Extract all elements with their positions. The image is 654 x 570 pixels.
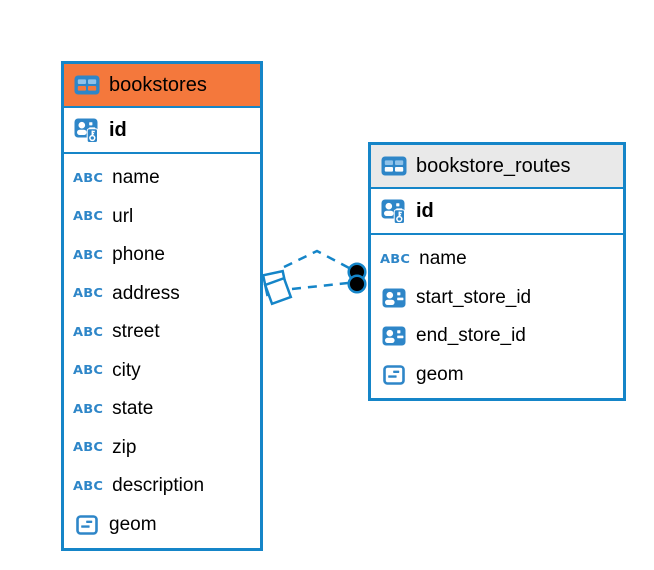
column-name: id — [416, 199, 434, 222]
relationship-target-dot-marker[interactable] — [347, 262, 367, 294]
table-icon — [73, 75, 100, 95]
column-name: start_store_id — [416, 286, 532, 308]
column-row[interactable]: start_store_id — [371, 279, 623, 318]
column-name: geom — [109, 513, 157, 535]
column-row[interactable]: ABC city — [64, 352, 260, 391]
text-type-icon: ABC — [73, 171, 104, 186]
column-name: name — [112, 167, 160, 189]
text-type-icon: ABC — [73, 209, 104, 224]
entity-table-bookstores[interactable]: bookstores id ABC name ABC url ABC phone AB… — [61, 61, 263, 551]
table-header-bookstore-routes[interactable]: bookstore_routes — [371, 145, 623, 189]
text-type-icon: ABC — [73, 248, 104, 263]
relationship-line-upper[interactable] — [283, 249, 352, 271]
column-row[interactable]: ABC street — [64, 313, 260, 352]
relationship-line-lower[interactable] — [291, 281, 349, 291]
text-type-icon: ABC — [73, 440, 104, 455]
text-type-icon: ABC — [73, 402, 104, 417]
column-name: zip — [112, 436, 137, 458]
table-header-bookstores[interactable]: bookstores — [64, 64, 260, 108]
column-name: phone — [112, 244, 165, 266]
primary-key-icon — [380, 199, 407, 224]
column-name: end_store_id — [416, 325, 526, 347]
column-row[interactable]: ABC zip — [64, 429, 260, 468]
table-title: bookstore_routes — [416, 154, 571, 177]
column-row[interactable]: ABC name — [64, 159, 260, 198]
geometry-type-icon — [73, 514, 100, 535]
column-row[interactable]: end_store_id — [371, 317, 623, 356]
text-type-icon: ABC — [73, 325, 104, 340]
column-list: ABC name start_store_id end_store_id geom — [371, 235, 623, 398]
text-type-icon: ABC — [380, 252, 411, 267]
column-row-pk[interactable]: id — [64, 108, 260, 154]
column-row-pk[interactable]: id — [371, 189, 623, 235]
text-type-icon: ABC — [73, 286, 104, 301]
column-row[interactable]: geom — [64, 506, 260, 545]
table-icon — [380, 156, 407, 176]
column-row[interactable]: ABC description — [64, 467, 260, 506]
foreign-key-icon — [380, 288, 407, 308]
column-name: address — [112, 282, 180, 304]
column-name: state — [112, 398, 154, 420]
column-row[interactable]: ABC name — [371, 240, 623, 279]
geometry-type-icon — [380, 364, 407, 385]
column-name: description — [112, 475, 205, 497]
primary-key-icon — [73, 118, 100, 143]
column-row[interactable]: ABC state — [64, 390, 260, 429]
table-title: bookstores — [109, 73, 207, 96]
text-type-icon: ABC — [73, 479, 104, 494]
column-name: name — [419, 248, 467, 270]
column-row[interactable]: ABC address — [64, 275, 260, 314]
column-row[interactable]: ABC phone — [64, 236, 260, 275]
column-name: id — [109, 118, 127, 141]
column-row[interactable]: geom — [371, 356, 623, 395]
column-name: city — [112, 359, 141, 381]
entity-table-bookstore-routes[interactable]: bookstore_routes id ABC name start_store_… — [368, 142, 626, 401]
text-type-icon: ABC — [73, 363, 104, 378]
column-name: geom — [416, 363, 464, 385]
foreign-key-icon — [380, 326, 407, 346]
column-list: ABC name ABC url ABC phone ABC address ABC st… — [64, 154, 260, 548]
column-name: url — [112, 205, 134, 227]
column-name: street — [112, 321, 160, 343]
relationship-source-diamond-marker[interactable] — [261, 269, 293, 306]
column-row[interactable]: ABC url — [64, 198, 260, 237]
